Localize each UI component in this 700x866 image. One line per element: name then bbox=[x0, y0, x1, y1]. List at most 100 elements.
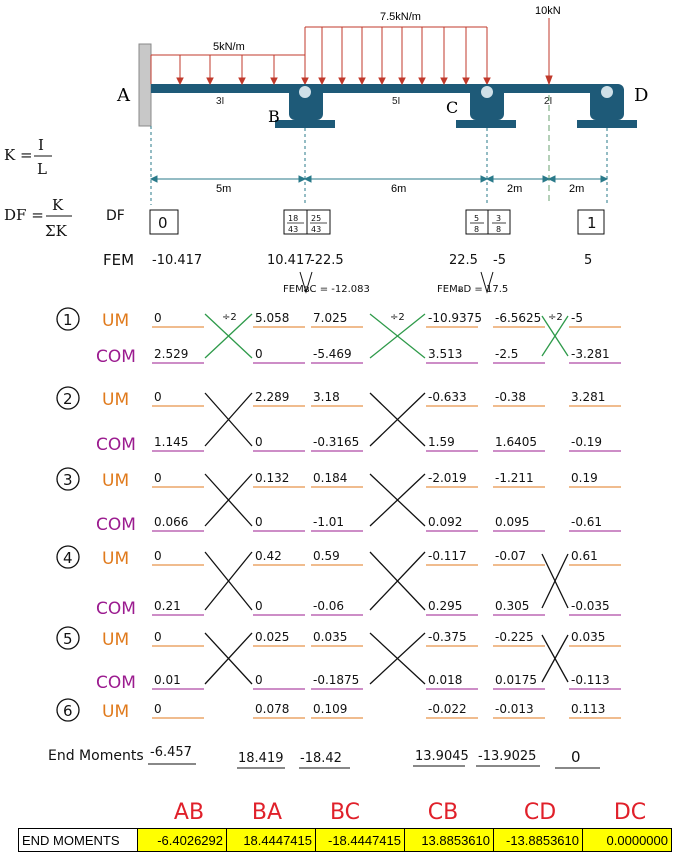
com-value: 0 bbox=[255, 347, 263, 361]
com-value: -0.3165 bbox=[313, 435, 359, 449]
um-value: 0.078 bbox=[255, 702, 289, 716]
um-value: 2.289 bbox=[255, 390, 289, 404]
cycle-number-circle bbox=[56, 698, 80, 722]
com-value: -0.035 bbox=[571, 599, 610, 613]
label-a: A bbox=[116, 85, 131, 106]
fem-row-label: FEM bbox=[103, 251, 134, 269]
fixed-wall bbox=[138, 43, 152, 127]
um-value: 0.19 bbox=[571, 471, 598, 485]
df-cd-num: 3 bbox=[496, 214, 501, 223]
end-hw-ab: -6.457 bbox=[150, 745, 192, 760]
um-value: -0.013 bbox=[495, 702, 534, 716]
um-value: -10.9375 bbox=[428, 311, 482, 325]
um-row-label: UM bbox=[102, 630, 129, 650]
end-moments-handwritten: End Moments -6.457 18.419 -18.42 13.9045… bbox=[48, 745, 600, 769]
end-moments-header: END MOMENTS bbox=[18, 828, 138, 852]
um-value: 0.59 bbox=[313, 549, 340, 563]
support-c bbox=[456, 84, 516, 128]
um-row-label: UM bbox=[102, 311, 129, 331]
um-value: -1.211 bbox=[495, 471, 534, 485]
um-value: 7.025 bbox=[313, 311, 347, 325]
beam-body bbox=[151, 84, 613, 93]
end-hw-dc: 0 bbox=[571, 748, 581, 766]
fem-bc: -22.5 bbox=[310, 253, 344, 268]
cycle-number: 5 bbox=[63, 630, 73, 648]
um-value: 3.281 bbox=[571, 390, 605, 404]
um-value: -0.38 bbox=[495, 390, 526, 404]
cycle-number-circle bbox=[56, 626, 80, 650]
k-den: L bbox=[37, 160, 47, 178]
inertia-bc: 5I bbox=[392, 96, 400, 107]
half-mark: ÷2 bbox=[390, 312, 405, 323]
um-value: -0.022 bbox=[428, 702, 467, 716]
udl-bc-label: 7.5kN/m bbox=[380, 11, 421, 23]
df-a: 0 bbox=[158, 214, 168, 232]
half-mark: ÷2 bbox=[222, 312, 237, 323]
dim-ab: 5m bbox=[216, 183, 231, 195]
um-value: 0.035 bbox=[313, 630, 347, 644]
um-value: 0.109 bbox=[313, 702, 347, 716]
end-hw-cd: -13.9025 bbox=[478, 749, 536, 764]
com-value: 1.59 bbox=[428, 435, 455, 449]
label-d: D bbox=[634, 85, 648, 106]
dim-bc: 6m bbox=[391, 183, 406, 195]
com-value: 0 bbox=[255, 673, 263, 687]
df-cd-den: 8 bbox=[496, 225, 501, 234]
dimension-lines bbox=[149, 95, 609, 205]
um-value: 0.184 bbox=[313, 471, 347, 485]
end-moment-ba: 18.4447415 bbox=[226, 828, 316, 852]
um-value: 5.058 bbox=[255, 311, 289, 325]
um-value: 0.035 bbox=[571, 630, 605, 644]
df-bc-den: 43 bbox=[311, 225, 321, 234]
label-c: C bbox=[446, 98, 458, 117]
fem-note-c: FEMᴃD = 17.5 bbox=[437, 284, 508, 295]
half-mark: ÷2 bbox=[548, 312, 563, 323]
df-bc-num: 25 bbox=[311, 214, 321, 223]
um-value: 0 bbox=[154, 630, 162, 644]
com-value: 0.095 bbox=[495, 515, 529, 529]
cycle-number: 3 bbox=[63, 471, 73, 489]
com-row-label: COM bbox=[96, 515, 136, 535]
com-value: -3.281 bbox=[571, 347, 610, 361]
um-value: -6.5625 bbox=[495, 311, 541, 325]
dim-c-load: 2m bbox=[507, 183, 522, 195]
df-row: DF 0 18 43 25 43 5 8 3 8 1 bbox=[106, 208, 605, 235]
um-value: -0.225 bbox=[495, 630, 534, 644]
col-label-ab: AB bbox=[173, 800, 205, 825]
um-value: 0 bbox=[154, 471, 162, 485]
com-value: 1.145 bbox=[154, 435, 188, 449]
com-value: 0.305 bbox=[495, 599, 529, 613]
com-value: -5.469 bbox=[313, 347, 352, 361]
carry-over-line bbox=[369, 392, 426, 447]
com-row-label: COM bbox=[96, 435, 136, 455]
col-label-cd: CD bbox=[523, 800, 557, 825]
um-value: 0 bbox=[154, 549, 162, 563]
com-value: 0.21 bbox=[154, 599, 181, 613]
end-moments-hw-label: End Moments bbox=[48, 748, 144, 764]
com-value: -0.19 bbox=[571, 435, 602, 449]
carry-over-line bbox=[204, 551, 253, 611]
um-value: -2.019 bbox=[428, 471, 467, 485]
cycle-number: 1 bbox=[63, 311, 73, 329]
support-d bbox=[577, 84, 637, 128]
um-row-label: UM bbox=[102, 549, 129, 569]
formulas: K = I L DF = K ΣK bbox=[4, 136, 72, 240]
end-moment-ab: -6.4026292 bbox=[137, 828, 227, 852]
um-row-label: UM bbox=[102, 471, 129, 491]
com-value: -0.06 bbox=[313, 599, 344, 613]
end-moment-cb: 13.8853610 bbox=[404, 828, 494, 852]
end-moments-row: END MOMENTS -6.4026292 18.4447415 -18.44… bbox=[18, 828, 672, 852]
inertia-ab: 3I bbox=[216, 96, 224, 107]
um-value: -5 bbox=[571, 311, 583, 325]
df-ba-num: 18 bbox=[288, 214, 298, 223]
um-value: 0 bbox=[154, 311, 162, 325]
carry-over-line bbox=[204, 313, 253, 359]
udl-ab bbox=[150, 54, 309, 86]
com-row-label: COM bbox=[96, 347, 136, 367]
df-den: ΣK bbox=[45, 222, 68, 240]
end-moments-table: END MOMENTS -6.4026292 18.4447415 -18.44… bbox=[18, 828, 672, 852]
col-label-cb: CB bbox=[427, 800, 459, 825]
fem-cd: -5 bbox=[493, 253, 506, 268]
fem-dc: 5 bbox=[584, 253, 592, 268]
col-label-bc: BC bbox=[329, 800, 361, 825]
